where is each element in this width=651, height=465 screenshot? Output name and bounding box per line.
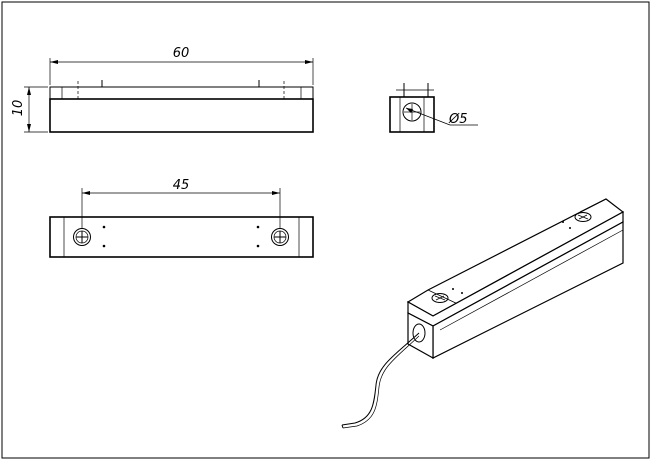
iso-cable-edge [342,335,420,429]
isometric-view [341,198,625,429]
top-view-body [49,216,314,258]
height-dimension: 10 [11,100,26,117]
screw-icon [73,228,91,246]
length-dimension: 60 [173,46,190,61]
front-view-top-strip [49,86,314,100]
screw-icon [574,212,592,222]
screw-icon [431,293,449,303]
front-view-body [49,98,314,133]
spacing-dimension: 45 [173,178,190,193]
front-view: 60 10 [11,46,314,133]
iso-hole [412,323,426,343]
hole-dimension: Ø5 [448,112,468,127]
hole-circle [402,102,422,122]
hole-leader [405,107,451,126]
screw-icon [271,228,289,246]
side-view: Ø5 [389,83,478,133]
top-view: 45 [49,178,314,258]
side-view-body [389,96,435,133]
iso-cable [341,332,420,426]
iso-body-end [407,312,434,360]
